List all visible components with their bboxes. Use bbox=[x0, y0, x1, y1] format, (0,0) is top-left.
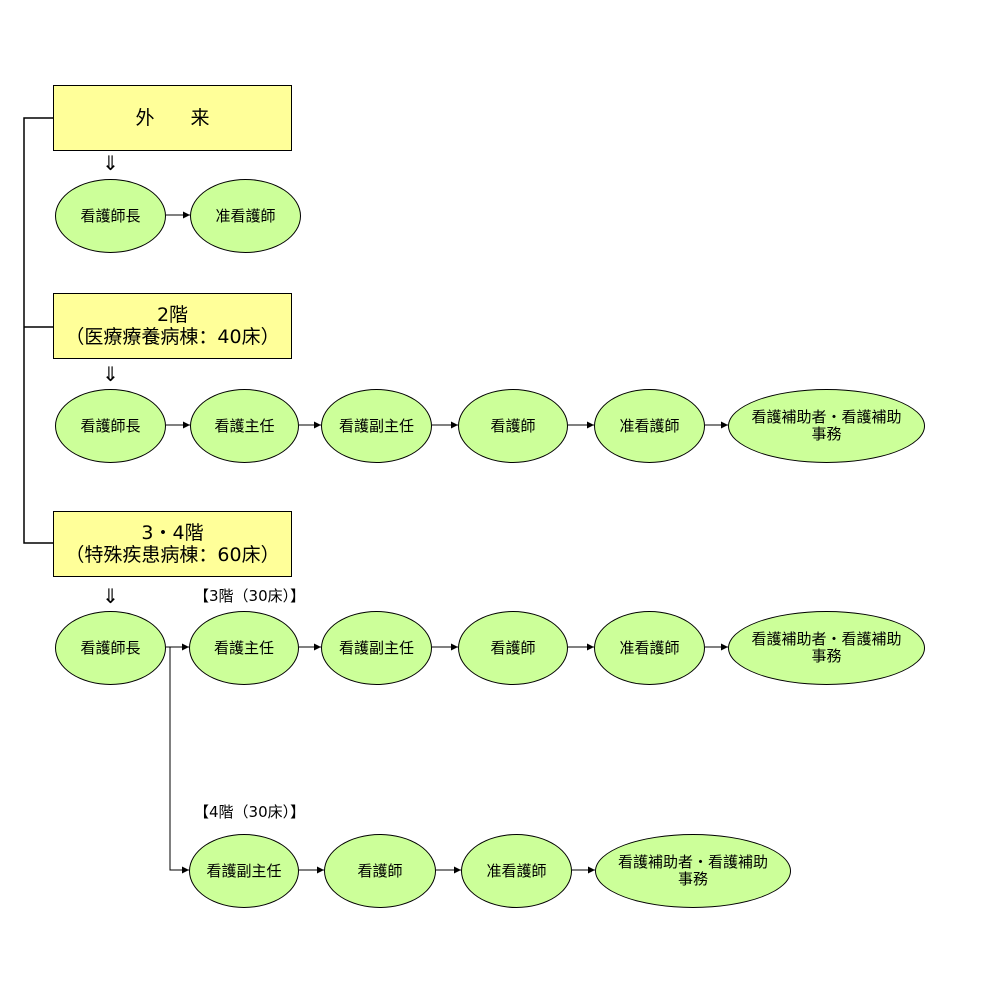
section-floor34: 3・4階 （特殊疾患病棟：60床） bbox=[53, 511, 292, 577]
node-f2-head-nurse: 看護師長 bbox=[55, 389, 166, 463]
node-f3-nurse: 看護師 bbox=[458, 611, 568, 685]
node-f4-aide: 看護補助者・看護補助 事務 bbox=[595, 834, 791, 908]
section-outpatient: 外来 bbox=[53, 85, 292, 151]
note-floor3: 【3階（30床）】 bbox=[194, 587, 306, 605]
node-f3-assoc-nurse: 准看護師 bbox=[594, 611, 705, 685]
node-f2-aide: 看護補助者・看護補助 事務 bbox=[728, 389, 925, 463]
branch-f4 bbox=[169, 647, 189, 874]
node-f2-deputy-chief: 看護副主任 bbox=[321, 389, 432, 463]
section-floor2-subtitle: （医療療養病棟：40床） bbox=[65, 326, 280, 348]
section-floor34-subtitle: （特殊疾患病棟：60床） bbox=[65, 544, 280, 566]
section-floor2-title: 2階 bbox=[156, 304, 189, 326]
node-f4-nurse: 看護師 bbox=[324, 834, 436, 908]
node-f34-head-nurse: 看護師長 bbox=[55, 611, 166, 685]
section-floor2: 2階 （医療療養病棟：40床） bbox=[53, 293, 292, 359]
node-f3-aide: 看護補助者・看護補助 事務 bbox=[728, 611, 925, 685]
section-bracket bbox=[23, 117, 53, 544]
down-arrow-floor2: ⇓ bbox=[102, 362, 119, 386]
node-out-assoc-nurse: 准看護師 bbox=[190, 179, 301, 253]
node-f4-deputy-chief: 看護副主任 bbox=[189, 834, 299, 908]
section-floor34-title: 3・4階 bbox=[141, 522, 204, 544]
node-f2-chief: 看護主任 bbox=[190, 389, 299, 463]
node-f2-nurse: 看護師 bbox=[458, 389, 568, 463]
down-arrow-outpatient: ⇓ bbox=[102, 151, 119, 175]
node-f2-assoc-nurse: 准看護師 bbox=[594, 389, 705, 463]
note-floor4: 【4階（30床）】 bbox=[194, 803, 306, 821]
node-f4-assoc-nurse: 准看護師 bbox=[461, 834, 572, 908]
section-outpatient-char-1: 外 bbox=[135, 107, 191, 129]
node-f3-deputy-chief: 看護副主任 bbox=[321, 611, 432, 685]
down-arrow-floor34: ⇓ bbox=[102, 584, 119, 608]
node-f3-chief: 看護主任 bbox=[189, 611, 299, 685]
node-out-head-nurse: 看護師長 bbox=[55, 179, 166, 253]
section-outpatient-char-2: 来 bbox=[190, 107, 246, 129]
